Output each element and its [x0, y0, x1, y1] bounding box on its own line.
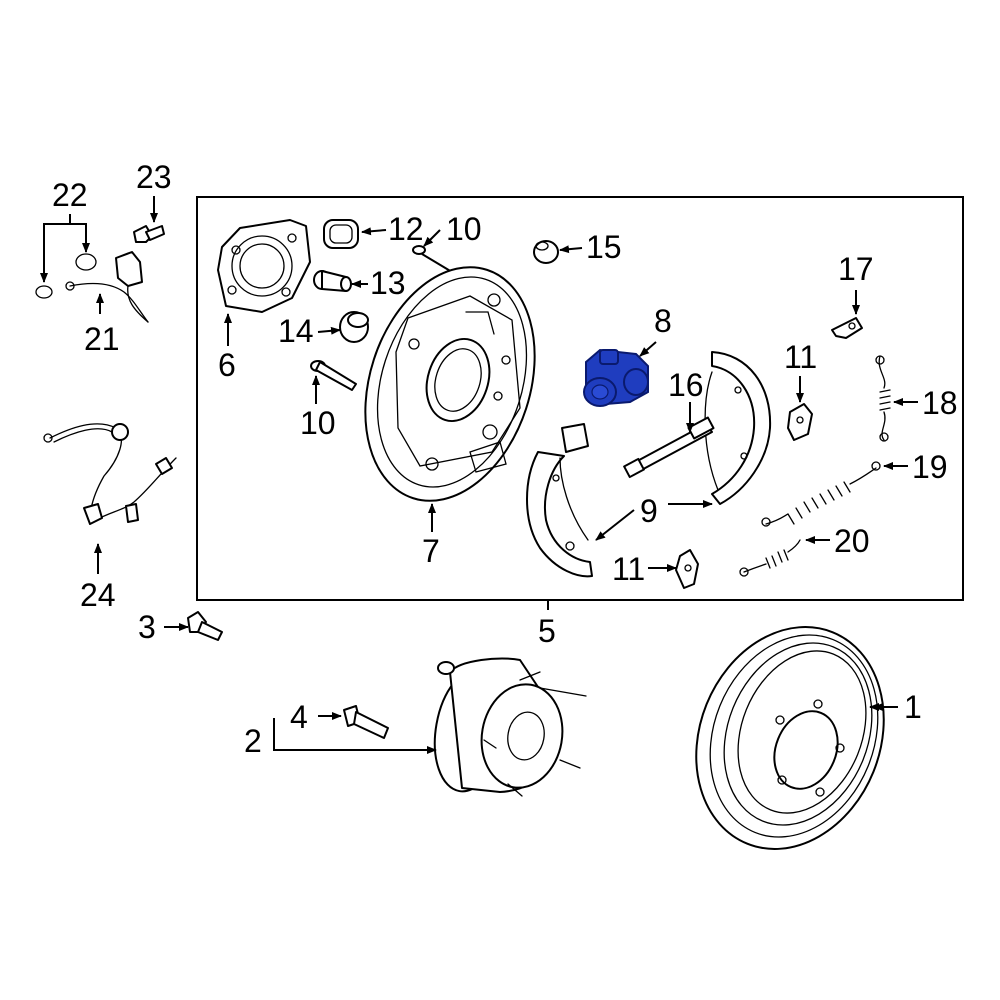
callout-18: 18	[922, 385, 958, 421]
adjuster-part	[623, 416, 715, 479]
lever-part	[831, 317, 863, 339]
cap-part	[533, 240, 559, 264]
pin-upper-part	[412, 245, 453, 273]
callout-21: 21	[84, 321, 120, 357]
callout-4: 4	[290, 699, 308, 735]
clip-upper-part	[787, 403, 813, 441]
callout-15: 15	[586, 229, 622, 265]
hub-bolt-part	[343, 705, 389, 739]
callout-5: 5	[538, 613, 556, 649]
callout-11-lower: 11	[612, 551, 645, 587]
wire-harness-part	[43, 423, 177, 525]
callout-24: 24	[80, 577, 116, 613]
callout-19: 19	[912, 449, 948, 485]
callout-23: 23	[136, 159, 172, 195]
callout-10-lower: 10	[300, 405, 336, 441]
callout-3: 3	[138, 609, 156, 645]
spring-19-part	[761, 461, 881, 527]
callout-10-upper: 10	[446, 211, 482, 247]
callout-1: 1	[904, 689, 922, 725]
callout-20: 20	[834, 523, 870, 559]
plug-part	[323, 219, 359, 249]
callout-7: 7	[422, 533, 440, 569]
callout-9: 9	[640, 493, 658, 529]
callout-16: 16	[668, 367, 704, 403]
sensor-part	[65, 251, 149, 323]
callout-11-upper: 11	[784, 339, 817, 375]
bushing-part	[313, 270, 352, 292]
callout-6: 6	[218, 347, 236, 383]
callout-2: 2	[244, 723, 262, 759]
hub-bearing-part	[433, 657, 587, 797]
brake-drum-part	[695, 626, 885, 850]
callout-8: 8	[654, 303, 672, 339]
sensor-bolt-part	[133, 225, 165, 243]
callout-17: 17	[838, 251, 874, 287]
callout-13: 13	[370, 265, 406, 301]
grommet-part	[339, 311, 369, 343]
callout-labels: 1 2 3 4 5 6 7 8 9 10 10 11 11 12 13 14 1…	[52, 159, 958, 759]
pin-lower-part	[310, 360, 357, 391]
gasket-part	[217, 219, 311, 313]
spring-20-part	[739, 539, 801, 577]
spring-18-part	[875, 355, 891, 442]
backing-plate-part	[364, 266, 536, 502]
brake-shoe-right-part	[704, 351, 772, 505]
callout-22: 22	[52, 177, 88, 213]
assembly-box	[196, 196, 964, 601]
wheel-cylinder-part	[583, 348, 649, 407]
mounting-bolt-part	[187, 611, 223, 641]
clip-lower-part	[675, 549, 699, 589]
brake-shoe-left-part	[526, 423, 593, 578]
callout-14: 14	[278, 313, 314, 349]
o-ring-parts	[35, 253, 97, 299]
leader-lines	[40, 196, 918, 754]
callout-12: 12	[388, 211, 424, 247]
